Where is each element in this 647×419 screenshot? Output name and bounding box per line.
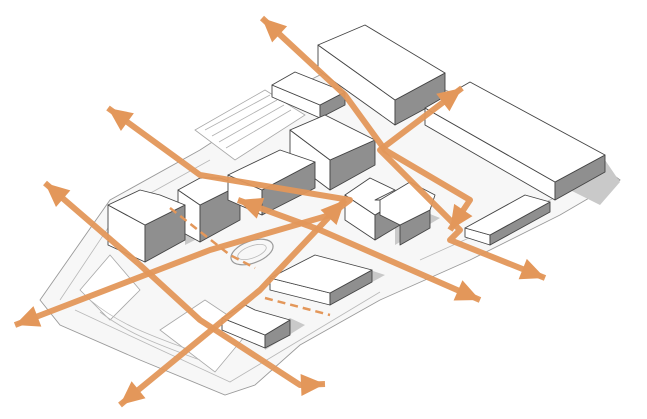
arrowhead-north-axis-end [518, 258, 545, 280]
lawn-curve-2 [99, 311, 201, 361]
parking-stripe [211, 99, 278, 137]
parking-stripe [225, 109, 292, 149]
arrowhead-east-axis-end [300, 373, 325, 396]
arrowhead-south-axis-end [120, 381, 146, 405]
parking-area [194, 89, 306, 161]
building-warehouse-north [317, 24, 446, 126]
building-south-center [269, 254, 373, 306]
arrow-north-axis [377, 85, 547, 281]
arrows [13, 15, 547, 408]
parking-lot [194, 89, 306, 161]
arrowhead-southeast-axis-end [453, 280, 480, 301]
arrowhead-southeast-axis-start [238, 197, 265, 219]
parking-stripe [218, 104, 285, 143]
arrowhead-west-axis-start [108, 108, 134, 132]
arrowhead-northwest-axis-start [262, 18, 288, 43]
arrowhead-northwest-axis-end [450, 203, 473, 230]
building-east-bar [464, 194, 551, 246]
dashed-connectors [169, 207, 331, 317]
lawn-curve [89, 299, 191, 351]
arrow-northwest-axis [259, 15, 473, 232]
arrowhead-west-axis-end [15, 306, 42, 327]
building-south [221, 304, 291, 349]
arrow-south-axis [118, 197, 348, 408]
inner-road-south [74, 291, 381, 383]
building-warehouse-large [424, 81, 606, 201]
arrowhead-north-axis-start [436, 88, 462, 112]
building-north-bar [271, 71, 346, 119]
arrowhead-east-axis-start [45, 183, 71, 208]
parking-stripe [204, 94, 271, 131]
building-west [107, 189, 186, 263]
arrowhead-south-axis-start [320, 200, 345, 226]
